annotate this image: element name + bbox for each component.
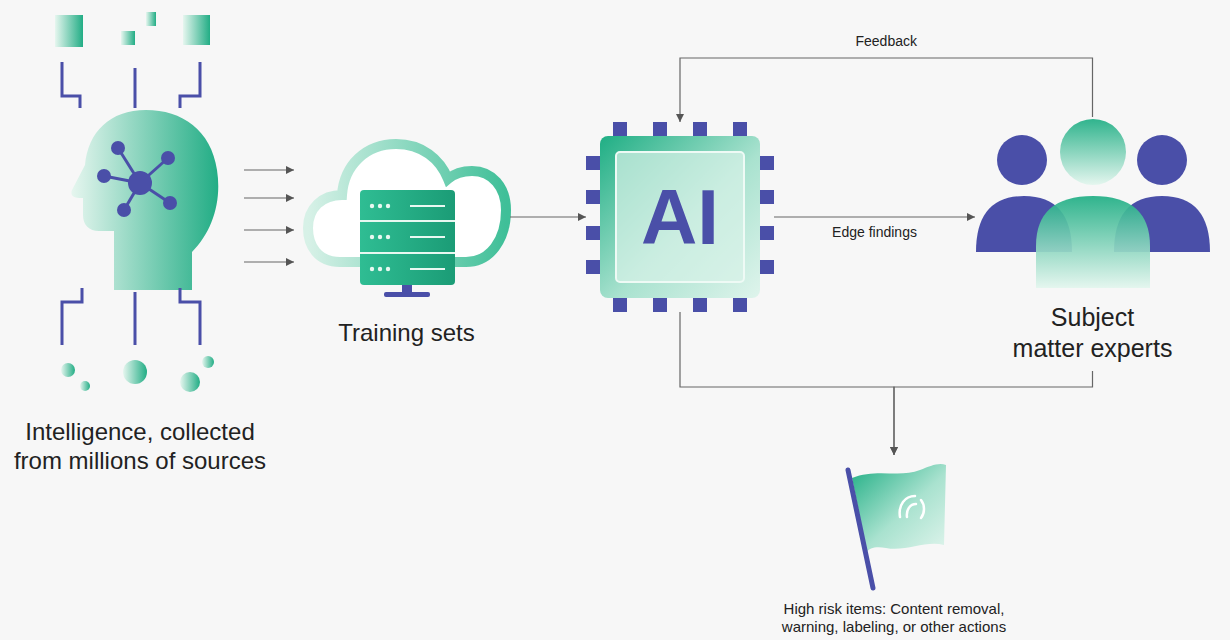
connector-arrow [244, 170, 294, 262]
connector-line [244, 261, 294, 262]
people-icon [976, 119, 1210, 288]
ai-chip-node: AI [586, 122, 774, 312]
node-caption: High risk items: Content removal, warnin… [694, 600, 1094, 637]
node-caption: Intelligence, collected from millions of… [8, 417, 273, 476]
experts-node: Subject matter experts [975, 117, 1210, 290]
source-node: Intelligence, collected from millions of… [60, 10, 220, 395]
connector-arrow [774, 217, 975, 218]
connector-line [510, 216, 586, 217]
node-label: Subject matter experts [975, 302, 1210, 363]
cloud-server-icon [308, 144, 506, 297]
connector-arrow [680, 58, 1093, 122]
training-node: Training sets [303, 140, 510, 298]
node-caption: Training sets [338, 318, 475, 347]
connector-line [244, 169, 294, 170]
action-node: High risk items: Content removal, warnin… [840, 458, 948, 590]
connector-line [774, 216, 975, 217]
connector-arrow [680, 312, 894, 455]
connector-line [244, 197, 294, 198]
head-icon [55, 12, 218, 392]
connector-arrow [894, 371, 1093, 455]
edge-label: Edge findings [829, 224, 920, 241]
connector-line [894, 371, 1093, 455]
chip-icon [586, 122, 774, 312]
node-label: Training sets [338, 318, 475, 347]
node-label: High risk items: Content removal, warnin… [694, 600, 1094, 637]
flag-icon [848, 464, 946, 588]
connector-arrow [510, 217, 586, 218]
node-label: Intelligence, collected from millions of… [8, 417, 273, 476]
connector-line [680, 58, 1093, 122]
node-caption: Subject matter experts [975, 302, 1210, 363]
edge-label: Feedback [853, 33, 920, 50]
chip-label: AI [641, 178, 719, 256]
connector-line [244, 229, 294, 230]
connector-line [680, 312, 894, 455]
node-text-holder: AI [586, 122, 774, 312]
